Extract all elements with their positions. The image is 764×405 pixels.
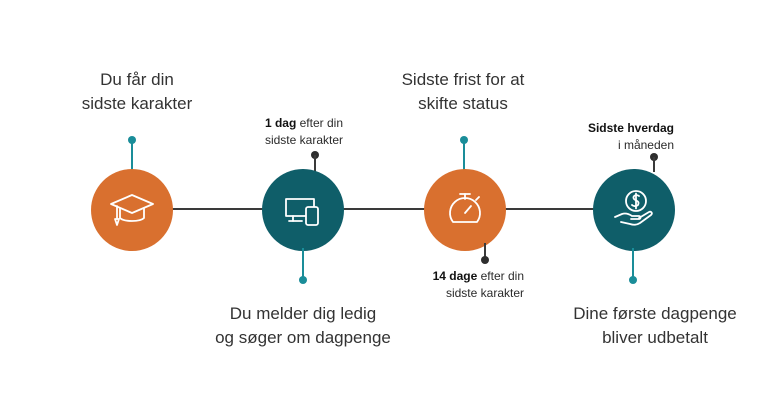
- step3-connector-stem: [463, 140, 465, 170]
- hand-coin-icon: [614, 190, 653, 226]
- step2-connector-stem: [302, 248, 304, 278]
- step1-circle: [91, 169, 173, 251]
- step2-circle: [262, 169, 344, 251]
- step3-note-stem: [484, 243, 486, 258]
- stopwatch-icon: [449, 193, 481, 223]
- step1-connector-stem: [131, 140, 133, 170]
- timeline-line: [130, 208, 638, 210]
- step3-note: 14 dage efter din sidste karakter: [432, 269, 524, 300]
- step4-connector-stem: [632, 248, 634, 278]
- step2-connector-dot: [299, 276, 307, 284]
- devices-icon: [285, 198, 319, 226]
- step4-note: Sidste hverdag i måneden: [587, 121, 674, 152]
- step2-note: 1 dag efter din sidste karakter: [264, 116, 343, 147]
- step4-circle: [593, 169, 675, 251]
- step2-note-stem: [314, 155, 316, 173]
- step1-main-label: Du får din sidste karakter: [81, 70, 193, 113]
- step3-main-label: Sidste frist for at skifte status: [401, 70, 525, 113]
- graduation-cap-icon: [110, 194, 154, 226]
- step3-circle: [424, 169, 506, 251]
- step4-connector-dot: [629, 276, 637, 284]
- step4-main-label: Dine første dagpenge bliver udbetalt: [573, 304, 737, 347]
- step3-note-dot: [481, 256, 489, 264]
- step2-main-label: Du melder dig ledig og søger om dagpenge: [215, 304, 391, 347]
- step4-note-stem: [653, 157, 655, 172]
